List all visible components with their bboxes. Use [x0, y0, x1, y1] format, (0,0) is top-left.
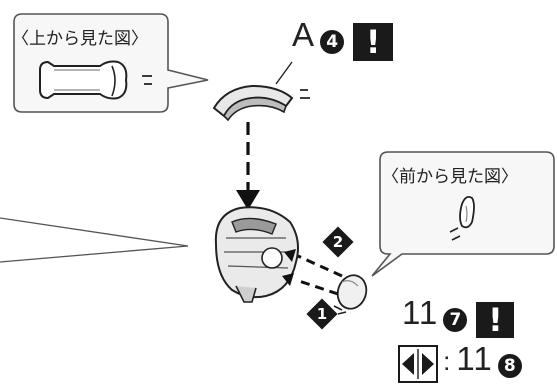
warning-icon: !: [476, 301, 515, 338]
front-view-title: 〈前から見た図〉: [382, 167, 518, 187]
part-11-7-label: 11 7 !: [402, 294, 515, 338]
head-assembly: [214, 206, 299, 303]
front-view-callout: [371, 151, 555, 277]
part-11-7-prefix: 11: [402, 294, 439, 331]
part-11-8-label: : 11 8: [398, 340, 522, 387]
zoom-pointer-lines: [0, 217, 189, 263]
down-arrow-icon: [236, 190, 260, 210]
step-2-marker: 2: [322, 226, 354, 258]
warning-icon: !: [353, 22, 394, 61]
top-view-part-icon: [39, 60, 128, 100]
top-view-title: 〈上から見た図〉: [12, 29, 148, 49]
arrow-head-icon: [284, 249, 296, 262]
part-11-8-separator: :: [443, 346, 452, 376]
arrow-head-icon: [282, 273, 294, 286]
step-1-marker: 1: [306, 298, 338, 330]
front-view-part-icon: [459, 195, 475, 229]
step2-dashed-arrow: [297, 254, 343, 278]
mirror-icon: [398, 344, 438, 387]
part-11-8-prefix: 11: [456, 340, 493, 377]
top-view-callout: [13, 13, 209, 113]
part-a-piece: [212, 61, 310, 122]
part-a-label: A 4 !: [292, 16, 394, 61]
step1-dashed-arrow: [295, 278, 339, 296]
part-11-8-number-badge: 8: [497, 353, 522, 378]
small-part-piece: [336, 274, 368, 310]
part-a-prefix: A: [292, 16, 316, 53]
part-11-7-number-badge: 7: [443, 307, 468, 332]
part-a-number-badge: 4: [320, 29, 345, 54]
